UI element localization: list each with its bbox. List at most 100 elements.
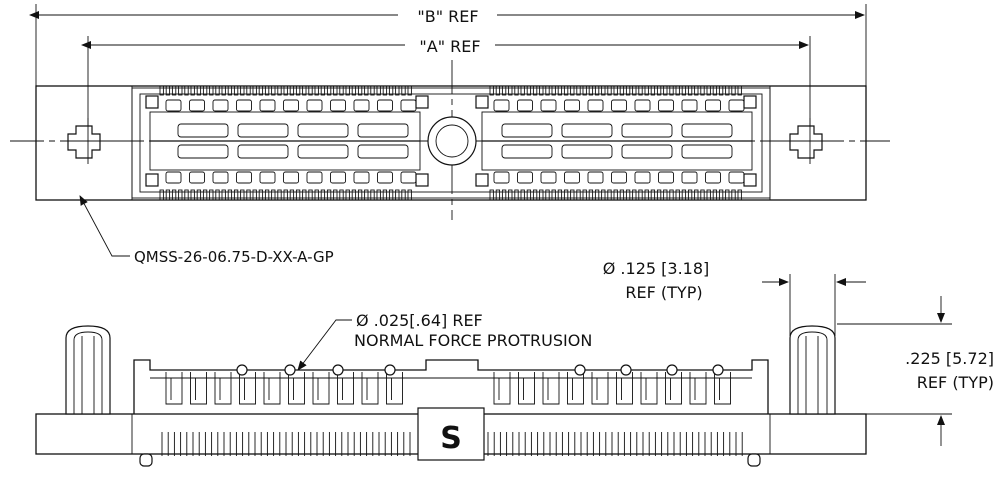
contact-tail (681, 189, 687, 201)
protrusion-label: NORMAL FORCE PROTRUSION (354, 331, 592, 350)
contact-pad (353, 171, 370, 184)
contact-tail (520, 85, 525, 96)
contact-tail (190, 85, 195, 96)
contact-beam (263, 372, 281, 405)
contact-tail (252, 85, 257, 96)
contact-tail (178, 189, 183, 201)
guide-post-right (789, 325, 836, 415)
contact-beam (288, 372, 305, 405)
contact-tail (532, 189, 538, 201)
contact-tail (388, 85, 394, 96)
contact-tail (357, 85, 363, 96)
contact-tail (694, 85, 699, 96)
contact-tail (539, 85, 544, 96)
contact-tail (508, 189, 513, 201)
contact-tail (233, 85, 239, 96)
contact-tail (613, 85, 618, 96)
contact-tail (644, 189, 649, 201)
contact-tail (582, 85, 587, 96)
contact-tail (570, 85, 575, 96)
contact-pad (283, 99, 299, 112)
contact-tail (258, 189, 264, 201)
contact-tail (351, 85, 357, 96)
contact-pins (161, 432, 743, 456)
contact-tail (227, 189, 233, 201)
contact-pad (517, 171, 533, 184)
contact-pad (189, 99, 205, 112)
contact-tail (619, 189, 625, 201)
contact-tail (495, 85, 501, 96)
contact-pads-top (165, 99, 745, 112)
contact-tail (725, 85, 730, 96)
contact-tail (376, 189, 381, 201)
contact-tail (669, 85, 674, 96)
contact-beam (518, 372, 535, 405)
contact-tail (407, 189, 412, 201)
protrusion-circle (620, 364, 632, 376)
contact-pad (681, 171, 698, 184)
contact-tail (314, 189, 319, 201)
contact-tail (663, 189, 668, 201)
contact-tail (320, 85, 326, 96)
contact-pad (564, 171, 580, 184)
contact-tail (501, 189, 507, 201)
contact-tail (209, 189, 214, 201)
part-number-leader (79, 195, 130, 257)
contact-tail (514, 189, 519, 201)
contact-beam (542, 372, 560, 405)
contact-tail (171, 85, 177, 96)
contact-beam (190, 372, 207, 405)
contact-pad (306, 99, 323, 112)
contact-tail (700, 189, 705, 201)
contact-tail (407, 85, 412, 96)
contact-pad (283, 171, 299, 184)
contact-tail (351, 189, 357, 201)
connector-base-outline (35, 85, 867, 201)
housing-inner (139, 93, 763, 193)
contact-pad (236, 171, 252, 184)
logo-glyph: S (440, 421, 462, 456)
contact-pad (587, 171, 604, 184)
contact-tail (202, 189, 208, 201)
contact-tail (289, 189, 295, 201)
protrusion-leader (297, 319, 352, 371)
contact-tail (675, 85, 680, 96)
contact-tail (246, 189, 251, 201)
contact-tail (545, 189, 550, 201)
contact-pad (165, 99, 182, 112)
center-key (417, 407, 485, 461)
contact-pad (259, 99, 276, 112)
contact-tail (706, 85, 711, 96)
contact-tail (215, 189, 220, 201)
contact-tail (320, 189, 326, 201)
contact-tail (656, 85, 662, 96)
connector-housing (131, 87, 771, 199)
contact-tail (718, 189, 724, 201)
top-view: "B" REF "A" REF (10, 4, 890, 266)
contact-tail (712, 85, 718, 96)
contact-tail (607, 85, 612, 96)
contact-pad (634, 171, 651, 184)
contact-tail (264, 189, 270, 201)
contact-tail (388, 189, 394, 201)
contact-tail (551, 189, 556, 201)
contact-tail (539, 189, 544, 201)
contact-tail (240, 85, 245, 96)
contact-tail (165, 85, 171, 96)
contact-tail (345, 85, 350, 96)
contact-tail (395, 85, 400, 96)
height-label: .225 [5.72] (905, 349, 994, 368)
contact-tail (650, 85, 656, 96)
contact-tail (526, 189, 532, 201)
contact-tail (345, 189, 350, 201)
contact-beam (665, 372, 682, 405)
side-view: Ø .125 [3.18] REF (TYP) .225 [5.72] REF … (35, 259, 994, 467)
contact-beam (214, 372, 232, 405)
contact-tail (326, 85, 332, 96)
contact-tail (656, 189, 662, 201)
contact-pad (400, 99, 417, 112)
contact-tail (184, 85, 189, 96)
contact-tail (221, 85, 226, 96)
contact-tail (240, 189, 245, 201)
center-boss-inner (435, 124, 469, 158)
